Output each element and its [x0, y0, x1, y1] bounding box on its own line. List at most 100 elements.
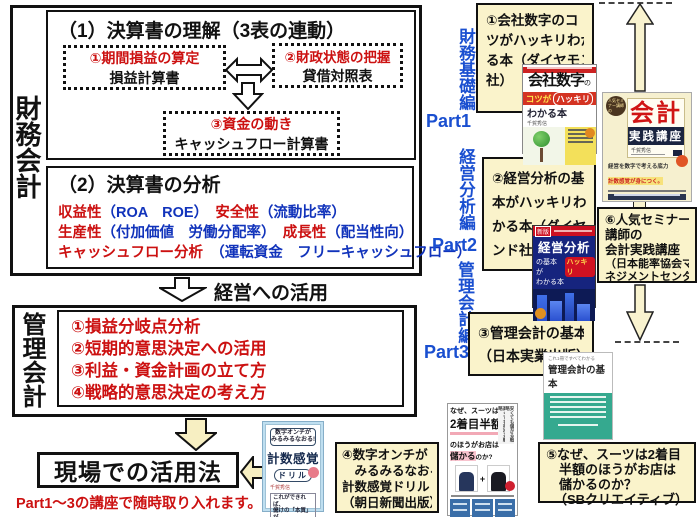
analysis-detail: （流動比率）: [258, 205, 346, 221]
financial-accounting-vertical-label: 財務会計: [12, 95, 42, 199]
connector-stem: [633, 198, 646, 208]
analysis-term: 収益性: [58, 205, 102, 221]
suit-book-title-line: 儲かる: [450, 451, 476, 461]
analysis-term: キャッシュフロー分析: [58, 245, 203, 261]
kaisha-book-title: 会社数字: [527, 72, 585, 89]
analysis-detail: （運転資金 フリーキャッシュフロー）: [203, 245, 472, 261]
skyline-image: [577, 304, 590, 321]
management-items-box: ①損益分岐点分析 ②短期的意思決定への活用 ③利益・資金計画の立て方 ④戦略的意…: [57, 310, 404, 407]
drill-book-tagline: みるみるなおる!: [271, 437, 315, 443]
kaisha-book-badge-icon: [584, 128, 595, 138]
management-item: ④戦略的意思決定の考え方: [71, 384, 267, 402]
keiei-book-badge: 新版: [535, 225, 552, 237]
practice-title: 現場での活用法: [54, 459, 222, 485]
suit-jacket-image: [454, 465, 478, 492]
keiei-book-badge-icon: [535, 308, 546, 319]
jissen-book-badge-icon: [673, 150, 682, 156]
jissen-book-corner-badge-icon: [676, 155, 688, 167]
apple-image: [533, 131, 550, 147]
kanri-book-title: 管理会計の基本: [548, 366, 606, 390]
analysis-term: 成長性: [268, 225, 327, 241]
practice-down-arrow-icon: [175, 418, 217, 451]
suit-book-title-line: 2着目半額: [450, 416, 503, 435]
suit-book-title-line: なぜ、スーツは: [450, 408, 499, 415]
analysis-term: 安全性: [200, 205, 259, 221]
ref-box-5: ⑤なぜ、スーツは2着目 半額のほうがお店は 儲かるのか？ （SBクリエイティブ）: [538, 442, 696, 507]
jissen-book-cover: 人気セミナー講師の 会計 実践講座 千賀秀信 経営を数字で考える底力 計数感覚が…: [602, 92, 692, 202]
analysis-line-3: キャッシュフロー分析 （運転資金 フリーキャッシュフロー）: [58, 241, 471, 262]
analysis-detail: （付加価値 労働分配率）: [101, 225, 269, 241]
pl-box: ①期間損益の算定 損益計算書: [63, 45, 226, 90]
jissen-book-title: 会計: [630, 100, 682, 127]
analysis-term: 生産性: [58, 225, 102, 241]
ref-box-6-line: 講師の: [605, 228, 643, 242]
ref-box-5-line: 儲かるのか？: [546, 477, 638, 492]
cf-box: ③資金の動き キャッシュフロー計算書: [163, 111, 340, 156]
keiei-book-title: 経営分析: [537, 241, 590, 255]
double-arrow-icon: [225, 56, 273, 84]
drill-book-author: 千賀秀信: [270, 485, 291, 491]
suit-jacket-image: [487, 465, 511, 492]
management-item: ②短期的意思決定への活用: [71, 340, 267, 358]
ref-box-5-line: 半額のほうがお店は: [546, 462, 677, 477]
management-item: ①損益分岐点分析: [71, 318, 201, 336]
drill-book-pill: ドリル: [274, 469, 312, 482]
ref-box-6-line: ネジメントセンター）: [605, 270, 689, 283]
keiei-book-badge2: ハッキリ: [564, 257, 595, 277]
bs-doc: 貸借対照表: [302, 67, 373, 84]
kanri-book-tagline: これ1冊ですべてわかる: [548, 356, 596, 361]
ref-box-5-line: ⑤なぜ、スーツは2着目: [546, 447, 681, 462]
practice-box: 現場での活用法: [37, 452, 239, 488]
cf-heading: ③資金の動き: [210, 115, 293, 132]
statements-understanding-title: （1）決算書の理解（3表の連動）: [58, 21, 346, 42]
part1-vertical-label: 財務基礎編: [456, 28, 475, 111]
management-item: ③利益・資金計画の立て方: [71, 362, 267, 380]
suit-book-title-line: のほうがお店は: [450, 442, 499, 449]
practice-note: Part1～3の講座で随時取り入れます。: [16, 496, 262, 512]
top-dashed-line: [599, 2, 672, 4]
ref-box-4-line: 計数感覚ドリル: [342, 480, 430, 494]
kaisha-book-band1: コツが: [525, 93, 552, 104]
ref-box-6-line: （日本能率協会マ: [605, 258, 689, 270]
ref-box-6-line: 会計実践講座: [605, 243, 681, 257]
skyline-image: [550, 301, 562, 321]
pl-heading: ①期間損益の算定: [89, 49, 200, 66]
part2-label: Part2: [432, 235, 478, 255]
keiei-book-sub1: の基本が: [536, 259, 557, 276]
ref-box-3-line: ③管理会計の基本: [478, 325, 584, 341]
jissen-book-author: 千賀秀信: [631, 147, 665, 155]
statements-analysis-title: （2）決算書の分析: [58, 175, 221, 196]
jissen-book-band: 実践講座: [628, 127, 684, 145]
bs-heading: ②財政状態の把握: [284, 49, 391, 65]
skyline-image: [565, 293, 574, 321]
kanri-book-cover: これ1冊ですべてわかる 管理会計の基本: [543, 352, 613, 440]
suit-book-badge-icon: [505, 481, 515, 491]
ref-box-1-line: 社）: [486, 73, 513, 88]
kaisha-book-author: 千賀秀信: [527, 121, 548, 127]
ref-box-1-line: ツがハッキリわか: [486, 33, 584, 48]
ref-box-6: ⑥人気セミナー 講師の 会計実践講座 （日本能率協会マ ネジメントセンター）: [597, 207, 697, 283]
pl-doc: 損益計算書: [109, 69, 180, 86]
part1-label: Part1: [426, 111, 472, 131]
analysis-line-2: 生産性（付加価値 労働分配率） 成長性（配当性向）: [58, 221, 413, 242]
ref-box-2-line: ②経営分析の基: [492, 171, 585, 186]
ref-box-5-line: （SBクリエイティブ）: [553, 492, 688, 507]
keiei-book-cover: 新版 経営分析 の基本が ハッキリ わかる本: [532, 225, 596, 321]
keiei-book-sub2: わかる本: [536, 279, 564, 286]
part2-vertical-label: 経営分析編: [456, 148, 475, 231]
ref-box-6-line: ⑥人気セミナー: [605, 213, 689, 227]
drill-book-note: これができれば、: [273, 495, 307, 508]
management-accounting-vertical-label: 管理会計: [18, 312, 45, 408]
jissen-book-line: 経営を数字で考える底力: [608, 164, 669, 170]
drill-book-tagline: 数字オンチが: [274, 430, 311, 436]
ref-box-4-line: ④数字オンチが: [342, 448, 428, 462]
kaisha-book-sub: わかる本: [527, 109, 567, 120]
drill-book-cover: 数字オンチが みるみるなおる! 計数感覚 ドリル 千賀秀信 これができれば、 儲…: [262, 421, 324, 517]
drill-book-note: 儲けの「本質」が: [273, 508, 312, 517]
suit-book-title-line: のか?: [475, 454, 493, 461]
part3-label: Part3: [424, 342, 470, 362]
suit-book-side-note: 安くても儲かる戦略: [505, 406, 514, 444]
analysis-detail: （ROA ROE）: [101, 205, 201, 221]
kaisha-book-band2: ハッキリ: [553, 91, 594, 106]
ref-box-4-line: （朝日新聞出版）: [342, 496, 432, 510]
